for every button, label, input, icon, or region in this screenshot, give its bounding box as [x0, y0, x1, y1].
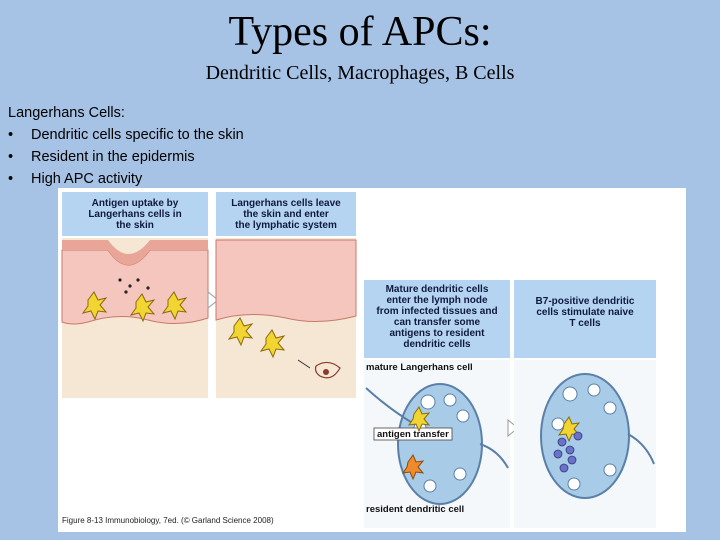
- panel-4-line-1: B7-positive dendritic: [536, 296, 635, 307]
- bullet-dot: •: [8, 171, 14, 187]
- efferent-lymph-1: [479, 443, 509, 469]
- bullet-text: Dendritic cells specific to the skin: [31, 127, 244, 143]
- bullet-list: • Dendritic cells specific to the skin • R…: [8, 124, 244, 190]
- panel-3-line-3: from infected tissues and: [376, 306, 497, 317]
- skin-surface: [62, 240, 208, 265]
- efferent-lymph-2: [627, 433, 655, 465]
- label-transfer: antigen transfer: [377, 429, 449, 440]
- panel-1-label-box: [62, 192, 208, 236]
- label-resident: resident dendritic cell: [366, 504, 464, 515]
- panel-2-label-box: [216, 192, 356, 236]
- panel-skin-leave: Langerhans cells leave the skin and ente…: [215, 192, 357, 398]
- bullet-text: High APC activity: [31, 171, 143, 187]
- cell-in-vessel: [323, 369, 329, 375]
- panel-3-label-box: [364, 280, 510, 358]
- afferent-lymph-1: [365, 387, 415, 425]
- lymphatic-vessel: [314, 361, 341, 379]
- migrating-cells: [227, 317, 286, 359]
- panel-4-label-box: [514, 280, 656, 358]
- epidermis-layer-2: [215, 239, 357, 323]
- migration-arrow: [297, 359, 311, 369]
- bullet-dot: •: [8, 149, 14, 165]
- panel-3-line-4: can transfer some: [394, 317, 481, 328]
- bullet-item: • High APC activity: [8, 168, 244, 190]
- slide-title: Types of APCs:: [228, 9, 492, 55]
- panel-2-line-2: the skin and enter: [243, 209, 329, 220]
- panel-2-line-1: Langerhans cells leave: [231, 198, 341, 209]
- arrow-icon: [207, 290, 219, 310]
- panel-1-line-1: Antigen uptake by: [92, 198, 179, 209]
- bullet-item: • Dendritic cells specific to the skin: [8, 124, 244, 146]
- panel-4-line-3: T cells: [569, 318, 601, 329]
- lymph-node-2: [540, 373, 630, 499]
- figure-caption: Figure 8-13 Immunobiology, 7ed. (© Garla…: [62, 516, 274, 525]
- panel-1-line-3: the skin: [116, 220, 154, 231]
- follicles-2: [551, 383, 617, 491]
- panel-skin-uptake: Antigen uptake by Langerhans cells in th…: [61, 192, 209, 398]
- panel-lymph-node: Mature dendritic cells enter the lymph n…: [364, 280, 510, 528]
- mature-cell: [407, 405, 431, 433]
- panel-3-line-2: enter the lymph node: [386, 295, 488, 306]
- figure-illustration: Antigen uptake by Langerhans cells in th…: [61, 192, 656, 528]
- panel-3-line-1: Mature dendritic cells: [386, 284, 489, 295]
- panel-3-line-6: dendritic cells: [403, 339, 471, 350]
- label-mature: mature Langerhans cell: [366, 362, 473, 373]
- panel-4-line-2: cells stimulate naive: [536, 307, 634, 318]
- panel-3-line-5: antigens to resident: [389, 328, 485, 339]
- langerhans-heading: Langerhans Cells:: [8, 105, 125, 121]
- label-transfer-box: [373, 427, 453, 441]
- langerhans-cells-epidermis: [81, 291, 188, 323]
- resident-cell: [401, 453, 425, 481]
- arrow-icon: [507, 418, 519, 438]
- bullet-dot: •: [8, 127, 14, 143]
- antigen-dots: [118, 278, 150, 294]
- bullet-item: • Resident in the epidermis: [8, 146, 244, 168]
- bullet-text: Resident in the epidermis: [31, 149, 195, 165]
- langerhans-notes: Langerhans Cells: • Dendritic cells speci…: [8, 102, 244, 190]
- t-cells: [553, 431, 583, 473]
- lymph-node-1: [397, 383, 483, 505]
- panel-1-line-2: Langerhans cells in: [88, 209, 181, 220]
- panel-t-cell-activation: B7-positive dendritic cells stimulate na…: [514, 280, 656, 528]
- panel-2-line-3: the lymphatic system: [235, 220, 337, 231]
- slide-subtitle: Dendritic Cells, Macrophages, B Cells: [205, 62, 515, 84]
- apc-figure: Antigen uptake by Langerhans cells in th…: [58, 188, 686, 532]
